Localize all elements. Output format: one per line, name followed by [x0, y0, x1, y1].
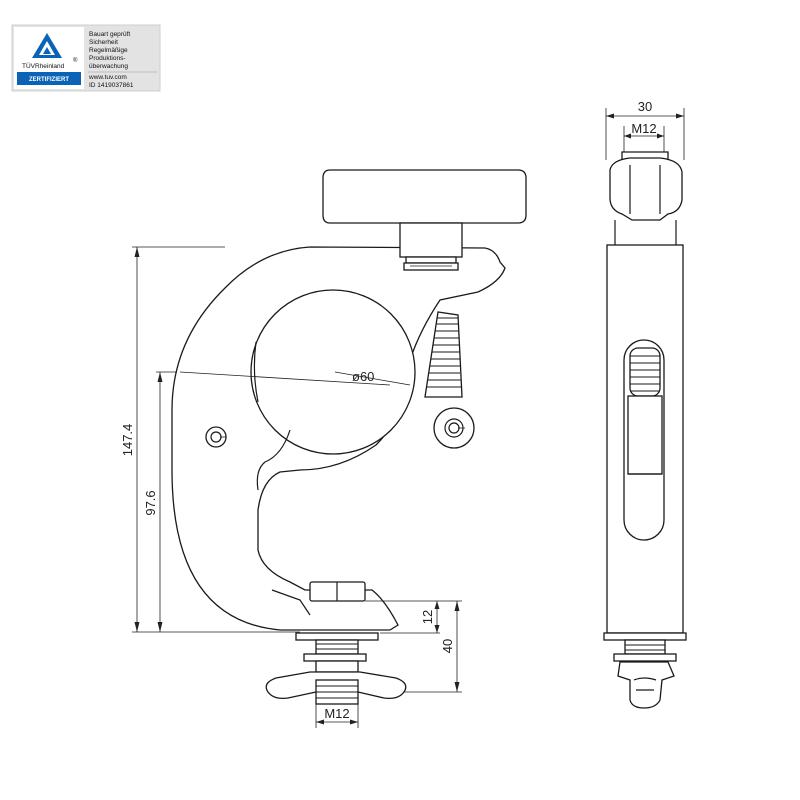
- spring-bolt: [424, 311, 463, 398]
- badge-id: ID 1419037861: [89, 82, 134, 89]
- badge-line-5: überwachung: [89, 63, 128, 70]
- clamp-side-view: 147.4 97.6 ø60: [120, 169, 527, 728]
- dim-label-97: 97.6: [143, 490, 158, 515]
- dim-label-m12-bottom: M12: [324, 706, 349, 721]
- badge-line-3: Regelmäßige: [89, 47, 128, 54]
- dim-label-12: 12: [420, 610, 435, 624]
- dim-label-30: 30: [638, 99, 652, 114]
- pivot-left: [205, 426, 227, 448]
- certification-badge: TÜVRheinland ® ZERTIFIZIERT Bauart geprü…: [11, 24, 161, 92]
- bottom-fastener: [265, 581, 407, 705]
- badge-certified: ZERTIFIZIERT: [29, 77, 69, 83]
- clamp-front-view: 30 M12: [603, 99, 687, 709]
- top-knob: [322, 169, 527, 271]
- pipe-circle: [250, 289, 416, 455]
- badge-registered: ®: [73, 57, 78, 64]
- dim-label-40: 40: [440, 639, 455, 653]
- dim-label-147: 147.4: [120, 424, 135, 457]
- badge-line-1: Bauart geprüft: [89, 31, 130, 38]
- front-wing-nut: [617, 661, 675, 709]
- dim-label-diameter: ø60: [352, 369, 374, 384]
- dim-label-m12-top: M12: [631, 121, 656, 136]
- badge-line-2: Sicherheit: [89, 39, 118, 46]
- front-knob: [609, 157, 683, 221]
- tuv-triangle-logo-icon: [32, 33, 62, 58]
- badge-website: www.tuv.com: [88, 74, 127, 81]
- pivot-right: [433, 407, 475, 449]
- badge-brand: TÜVRheinland: [22, 62, 65, 70]
- badge-line-4: Produktions-: [89, 55, 126, 62]
